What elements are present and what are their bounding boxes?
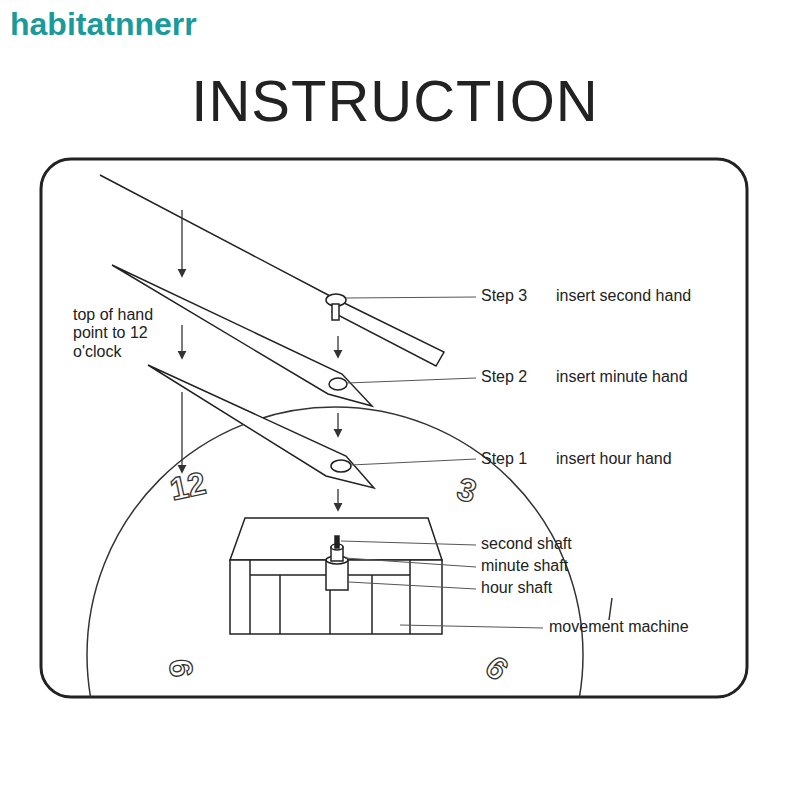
clock-tick xyxy=(609,598,612,620)
leader-lines xyxy=(341,297,543,628)
second-hand xyxy=(100,175,444,366)
watermark: habitatnnerr xyxy=(10,6,197,43)
hand-note: top of hand point to 12 o'clock xyxy=(73,306,185,361)
direction-arrows xyxy=(182,210,338,510)
clock-number: 3 xyxy=(453,472,480,508)
step-number: Step 2 xyxy=(481,368,527,386)
step-text: insert hour hand xyxy=(556,450,672,468)
part-name: second shaft xyxy=(481,535,572,553)
step-number: Step 3 xyxy=(481,287,527,305)
part-name: movement machine xyxy=(549,618,689,636)
minute-hand xyxy=(112,265,372,406)
clock-number: 6 xyxy=(480,650,514,686)
step-text: Step 1 xyxy=(481,450,527,468)
movement-machine xyxy=(230,518,442,634)
clock-number: 12 xyxy=(167,467,208,506)
instruction-frame xyxy=(41,159,747,697)
step-text: insert minute hand xyxy=(556,368,688,386)
page-title: INSTRUCTION xyxy=(0,68,795,135)
clock-number: 9 xyxy=(164,658,197,679)
part-name: hour shaft xyxy=(481,579,552,597)
hour-hand xyxy=(148,365,374,488)
part-name: minute shaft xyxy=(481,557,568,575)
second-shaft xyxy=(335,536,339,548)
step-text: insert second hand xyxy=(556,287,691,305)
